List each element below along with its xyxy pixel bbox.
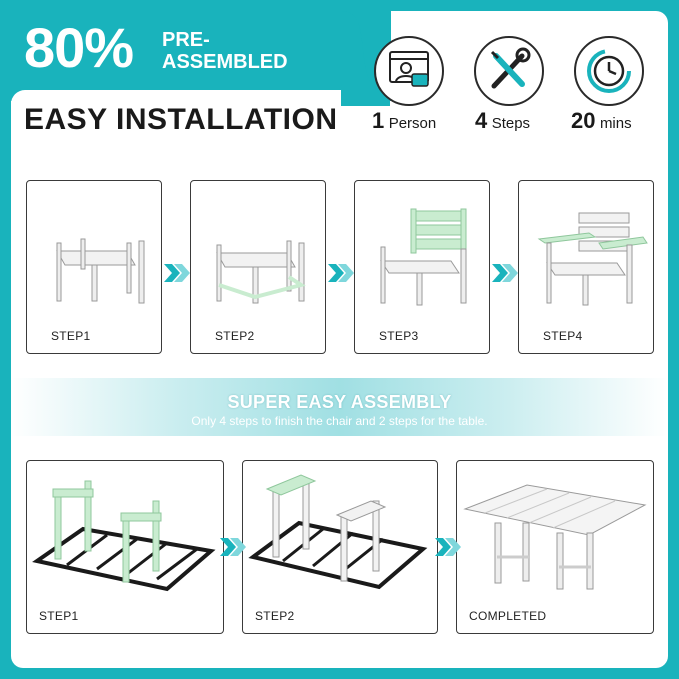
table-step1-panel: STEP1	[26, 460, 224, 634]
chevron-right-icon	[328, 264, 354, 282]
table-step1-label: STEP1	[39, 609, 79, 623]
stat-person-unit: Person	[388, 115, 437, 132]
stat-time: 20 mins	[571, 108, 632, 134]
chair-step1-label: STEP1	[51, 329, 91, 343]
chevron-right-icon	[164, 264, 190, 282]
chevron-right-icon	[220, 538, 246, 556]
table-completed-label: COMPLETED	[469, 609, 547, 623]
table-frames-image	[32, 480, 216, 592]
table-stretchers-image	[248, 474, 428, 590]
stat-time-unit: mins	[599, 115, 632, 132]
percent-headline: 80%	[24, 16, 134, 79]
chair-step4-panel: STEP4	[518, 180, 654, 354]
chair-backrest-image	[380, 208, 467, 306]
chevron-right-icon	[435, 538, 461, 556]
chair-frame-image	[56, 238, 145, 304]
assembled-text: ASSEMBLED	[162, 51, 288, 73]
stat-person: 1 Person	[372, 108, 436, 134]
chair-step2-label: STEP2	[215, 329, 255, 343]
table-step2-panel: STEP2	[242, 460, 438, 634]
chair-stretchers-image	[216, 240, 306, 304]
banner-title: SUPER EASY ASSEMBLY	[227, 392, 452, 412]
stat-person-num: 1	[372, 108, 385, 133]
stat-time-num: 20	[571, 108, 596, 133]
chair-step4-label: STEP4	[543, 329, 583, 343]
chevron-right-icon	[492, 264, 518, 282]
card-corner	[11, 90, 341, 110]
chair-armrests-image	[537, 212, 648, 306]
stat-steps-num: 4	[475, 108, 488, 133]
person-computer-icon	[374, 36, 444, 106]
chair-step2-panel: STEP2	[190, 180, 326, 354]
clock-icon	[574, 36, 644, 106]
chair-step3-panel: STEP3	[354, 180, 490, 354]
pre-assembled-text: PRE- ASSEMBLED	[162, 29, 288, 73]
pre-text: PRE-	[162, 29, 210, 51]
completed-table-image	[463, 484, 647, 590]
header-curve	[300, 11, 390, 106]
assembly-banner	[11, 378, 668, 436]
wrench-screwdriver-icon	[474, 36, 544, 106]
stat-steps: 4 Steps	[475, 108, 530, 134]
chair-step1-panel: STEP1	[26, 180, 162, 354]
stat-steps-unit: Steps	[491, 115, 531, 132]
banner-subtitle: Only 4 steps to finish the chair and 2 s…	[191, 414, 488, 428]
chair-step3-label: STEP3	[379, 329, 419, 343]
table-step2-label: STEP2	[255, 609, 295, 623]
table-completed-panel: COMPLETED	[456, 460, 654, 634]
page-title: EASY INSTALLATION	[24, 103, 338, 136]
